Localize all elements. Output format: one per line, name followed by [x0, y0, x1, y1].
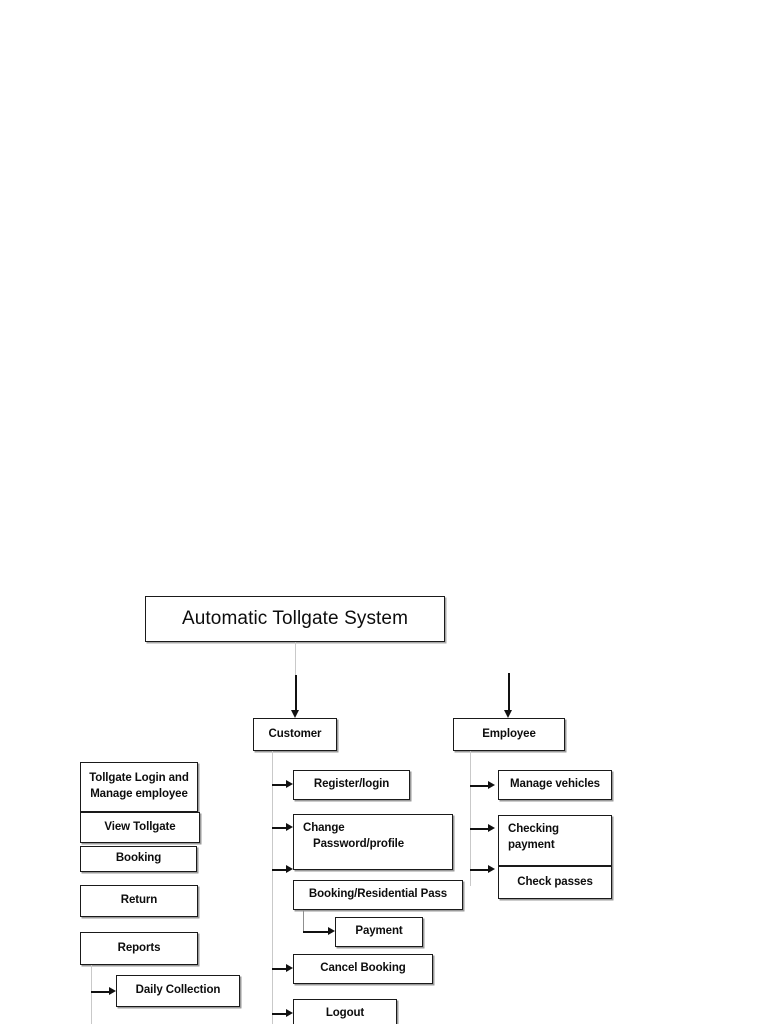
connector-customer-change-password	[272, 827, 288, 829]
arrowhead-booking-pass	[286, 865, 293, 873]
node-tollgate-login-manage-employee[interactable]: Tollgate Login and Manage employee	[80, 762, 198, 812]
node-label: Booking/Residential Pass	[308, 888, 448, 901]
node-label: Payment	[355, 925, 403, 938]
connector-bookingpass-to-payment	[303, 931, 330, 933]
arrowhead-change-password	[286, 823, 293, 831]
connector-bookingpass-to-payment-stem	[303, 910, 304, 932]
arrowhead-daily-collection	[109, 987, 116, 995]
node-view-tollgate[interactable]: View Tollgate	[80, 812, 200, 843]
employee-spine	[470, 751, 471, 886]
node-reports[interactable]: Reports	[80, 932, 198, 965]
node-employee[interactable]: Employee	[453, 718, 565, 751]
node-label: Booking	[115, 852, 162, 865]
reports-spine	[91, 965, 92, 1024]
arrowhead-check-passes	[488, 865, 495, 873]
node-daily-collection[interactable]: Daily Collection	[116, 975, 240, 1007]
node-label: Manage vehicles	[510, 778, 600, 791]
arrowhead-checking-payment	[488, 824, 495, 832]
connector-customer-logout	[272, 1013, 288, 1015]
arrowhead-manage-vehicles	[488, 781, 495, 789]
node-label: Check passes	[517, 875, 593, 888]
node-label: Daily Collection	[135, 984, 221, 997]
node-customer[interactable]: Customer	[253, 718, 337, 751]
node-payment[interactable]: Payment	[335, 917, 423, 947]
arrowhead-to-employee	[504, 710, 512, 718]
node-logout[interactable]: Logout	[293, 999, 397, 1024]
node-register-login[interactable]: Register/login	[293, 770, 410, 800]
node-label: Cancel Booking	[320, 962, 406, 975]
connector-customer-cancel-booking	[272, 968, 288, 970]
node-label: Logout	[325, 1007, 365, 1020]
node-return[interactable]: Return	[80, 885, 198, 917]
connector-title-to-customer-shaft	[295, 675, 297, 712]
node-booking-residential-pass[interactable]: Booking/Residential Pass	[293, 880, 463, 910]
node-label: Customer	[268, 727, 322, 740]
node-label: Reports	[117, 941, 161, 954]
node-label-line2: Manage employee	[90, 788, 188, 800]
arrowhead-logout	[286, 1009, 293, 1017]
node-cancel-booking[interactable]: Cancel Booking	[293, 954, 433, 984]
connector-to-employee-shaft	[508, 673, 510, 712]
node-change-password-profile[interactable]: Change Password/profile	[293, 814, 453, 870]
node-manage-vehicles[interactable]: Manage vehicles	[498, 770, 612, 800]
connector-reports-daily-collection	[91, 991, 111, 993]
arrowhead-payment	[328, 927, 335, 935]
node-label-line1: Tollgate Login and	[89, 772, 189, 785]
connector-customer-booking-pass	[272, 869, 288, 871]
node-label: Return	[120, 894, 158, 907]
connector-employee-checking-payment	[470, 828, 490, 830]
connector-title-to-customer-stem	[295, 642, 296, 675]
node-automatic-tollgate-system[interactable]: Automatic Tollgate System	[145, 596, 445, 642]
node-check-passes[interactable]: Check passes	[498, 866, 612, 899]
node-label: View Tollgate	[104, 820, 176, 833]
node-label-line1: Change	[303, 822, 345, 834]
connector-customer-register-login	[272, 784, 288, 786]
node-label-line2: Password/profile	[313, 837, 405, 850]
node-label: Register/login	[313, 778, 390, 791]
arrowhead-to-customer	[291, 710, 299, 718]
arrowhead-cancel-booking	[286, 964, 293, 972]
arrowhead-register-login	[286, 780, 293, 788]
node-label: Automatic Tollgate System	[181, 608, 409, 630]
node-checking-payment[interactable]: Checking payment	[498, 815, 612, 866]
node-label: Employee	[482, 727, 536, 740]
node-booking-admin[interactable]: Booking	[80, 846, 197, 872]
node-label-line1: Checking	[508, 823, 559, 835]
customer-spine	[272, 751, 273, 1024]
node-label-line2: payment	[508, 838, 555, 851]
connector-employee-manage-vehicles	[470, 785, 490, 787]
connector-employee-check-passes	[470, 869, 490, 871]
